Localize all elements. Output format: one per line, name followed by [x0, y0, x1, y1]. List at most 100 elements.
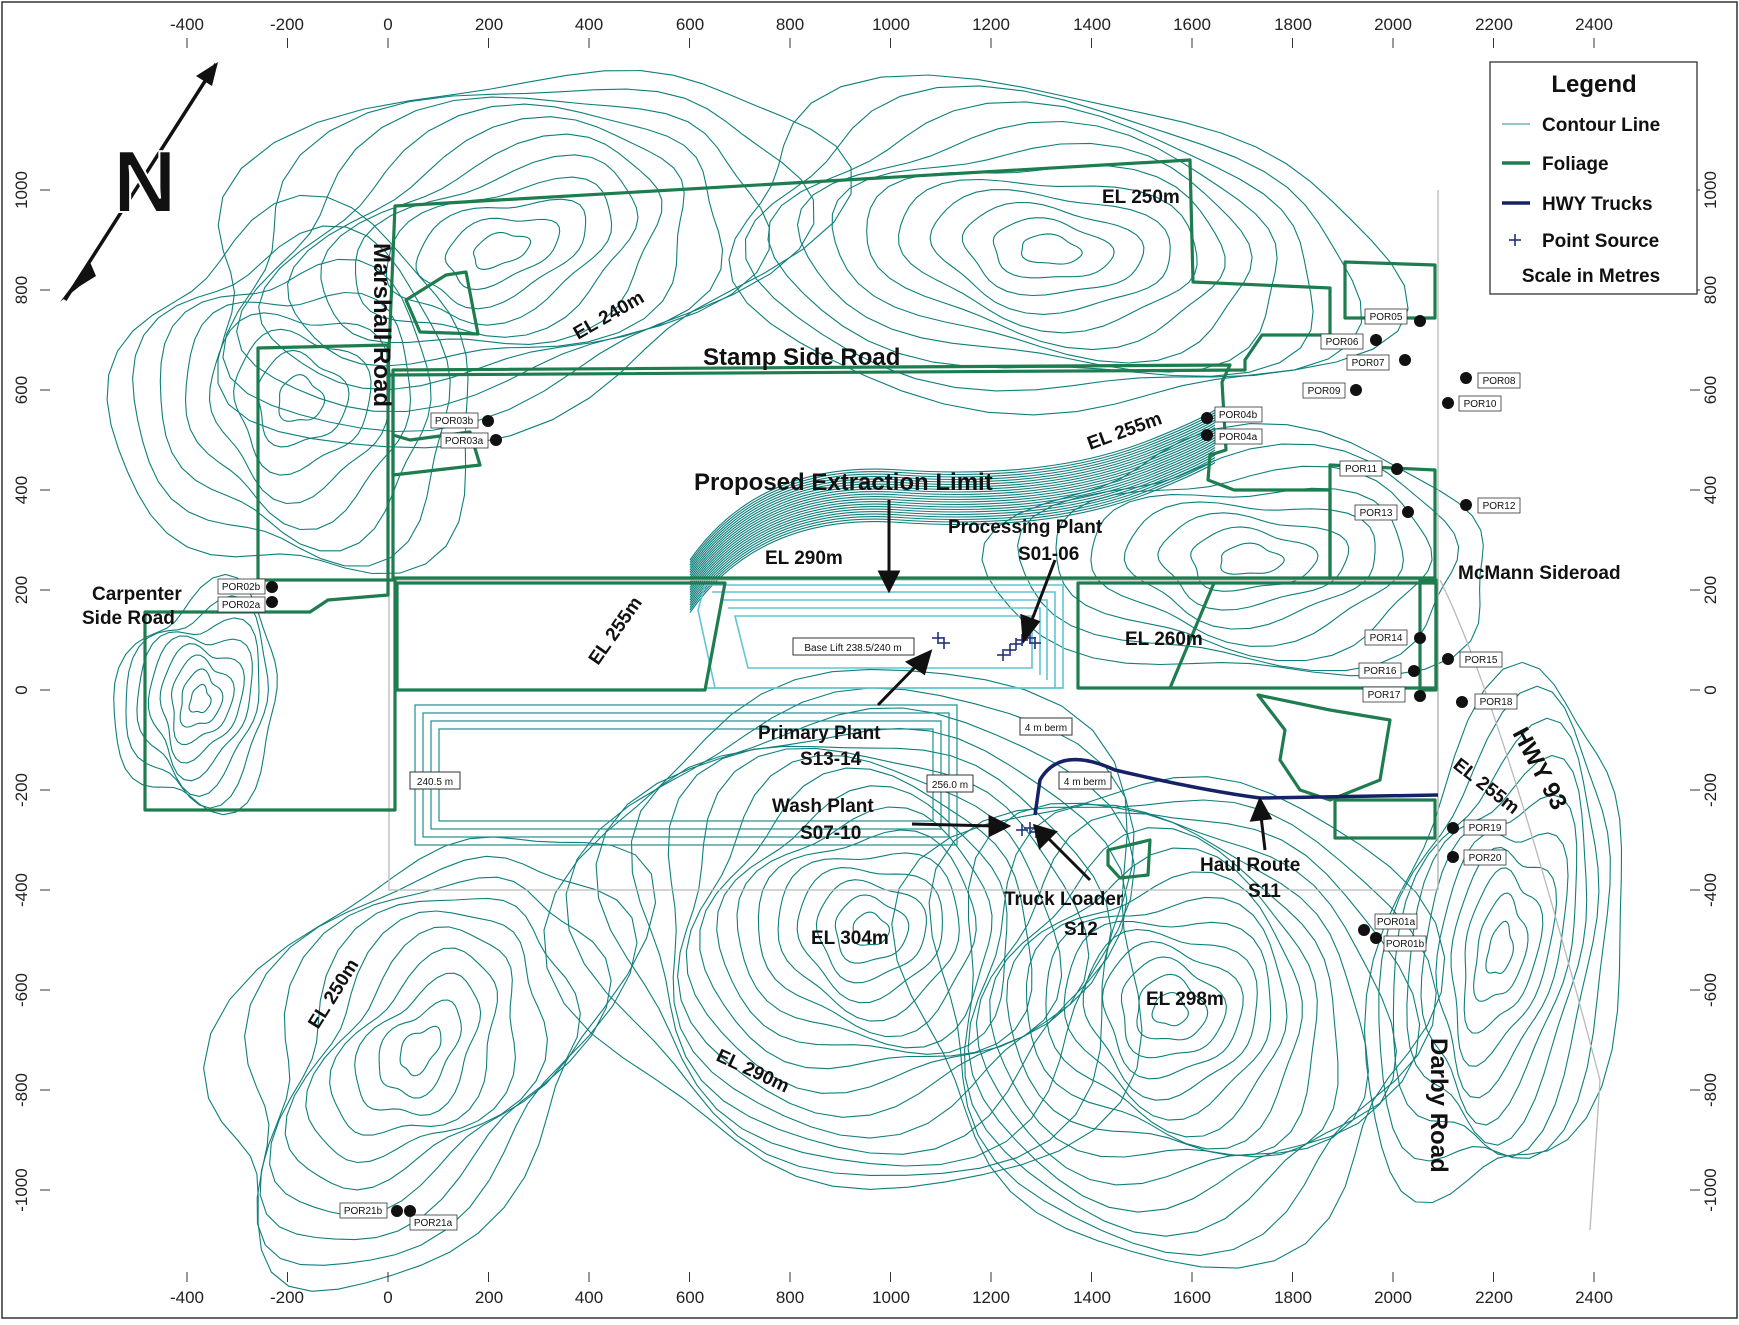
- label-processing-1: Processing Plant: [948, 517, 1103, 538]
- contour-line: [689, 462, 1216, 613]
- contour-line: [1406, 754, 1588, 1146]
- x-tick-label: 1600: [1173, 15, 1211, 34]
- x-tick-label: 800: [776, 1288, 804, 1307]
- receptor: POR21a: [404, 1205, 458, 1231]
- x-tick-label: 1200: [972, 1288, 1010, 1307]
- contour-line: [891, 776, 1446, 1269]
- receptor: POR18: [1456, 693, 1518, 710]
- legend-box: [1489, 61, 1698, 295]
- x-tick-label: -200: [270, 1288, 304, 1307]
- contour-line: [208, 312, 391, 505]
- y-tick-label: -1000: [1701, 1168, 1720, 1211]
- contour-line: [179, 668, 224, 728]
- receptor: POR11: [1339, 460, 1403, 477]
- contour-line: [233, 328, 372, 476]
- x-tick-label: 200: [475, 15, 503, 34]
- x-tick-label: 1400: [1073, 15, 1111, 34]
- el-label: EL 250m: [1102, 187, 1180, 208]
- el-2405-box: [409, 771, 461, 790]
- contour-line: [689, 417, 1216, 568]
- x-tick-label: 1200: [972, 15, 1010, 34]
- haul-route: [1033, 757, 1439, 816]
- contour-line: [1463, 867, 1544, 1034]
- contour-line: [354, 972, 482, 1116]
- legend-item-label: Contour Line: [1542, 115, 1660, 136]
- y-tick-label: -400: [1701, 873, 1720, 907]
- berm-box-1: [1019, 717, 1073, 736]
- el-2560-box: [926, 774, 974, 793]
- foliage-north-block: [386, 158, 1332, 377]
- contour-line: [630, 727, 1128, 1155]
- svg-text:POR16: POR16: [1364, 666, 1397, 677]
- contour-line: [689, 452, 1216, 603]
- contour-line: [188, 683, 212, 714]
- label-processing-2: S01-06: [1018, 544, 1079, 565]
- x-tick-label: 2000: [1374, 1288, 1412, 1307]
- label-primary-1: Primary Plant: [758, 723, 881, 744]
- point-source-icon: [932, 632, 944, 644]
- contour-line: [689, 449, 1216, 601]
- foliage-se-block: [1333, 798, 1437, 840]
- foliage-nw-road-link: [391, 373, 482, 477]
- label-extraction-limit: Proposed Extraction Limit: [694, 469, 993, 496]
- point-source-icon: [1016, 634, 1028, 646]
- contour-line: [203, 836, 657, 1292]
- receptor: POR07: [1346, 354, 1411, 371]
- contour-line: [1420, 794, 1578, 1126]
- svg-text:POR03a: POR03a: [445, 436, 484, 447]
- receptor: POR01b: [1370, 932, 1427, 952]
- svg-text:POR08: POR08: [1483, 376, 1516, 387]
- contour-line: [689, 439, 1216, 591]
- contour-line: [777, 852, 960, 1022]
- contour-line: [378, 999, 462, 1099]
- svg-text:POR03b: POR03b: [435, 416, 474, 427]
- point-source-icon: [997, 649, 1009, 661]
- receptor: POR17: [1362, 686, 1426, 703]
- svg-text:POR06: POR06: [1326, 337, 1359, 348]
- svg-text:N: N: [113, 132, 177, 231]
- contour-line: [689, 434, 1216, 586]
- el-label: EL 304m: [811, 928, 889, 949]
- point-sources: [932, 632, 1042, 838]
- extraction-pit: [697, 584, 1064, 689]
- y-tick-label: -400: [12, 873, 31, 907]
- contour-line: [716, 785, 1008, 1055]
- label-wash-1: Wash Plant: [772, 796, 874, 817]
- y-tick-label: 0: [1701, 685, 1720, 694]
- contour-line: [992, 217, 1115, 279]
- contour-line: [815, 879, 927, 984]
- contour-line: [159, 643, 245, 764]
- foliage-haul-blob: [1256, 693, 1392, 802]
- x-tick-label: 0: [383, 1288, 392, 1307]
- y-tick-label: 800: [12, 276, 31, 304]
- el-2560-label: 256.0 m: [932, 780, 968, 791]
- contour-line: [136, 617, 260, 797]
- contour-line: [689, 409, 1216, 561]
- contour-line: [1485, 920, 1514, 975]
- svg-text:POR12: POR12: [1483, 501, 1516, 512]
- contour-line: [898, 178, 1198, 334]
- contour-line: [866, 165, 1226, 351]
- berm-label-1: 4 m berm: [1025, 723, 1067, 734]
- x-tick-label: 800: [776, 15, 804, 34]
- contour-line: [170, 654, 235, 746]
- x-tick-labels-bottom: -400 -200 0 200 400 600 800 1000 1200 14…: [170, 1288, 1613, 1307]
- svg-text:POR18: POR18: [1480, 697, 1513, 708]
- foliage-east-diagonal: [1168, 582, 1216, 689]
- contour-line: [1045, 896, 1288, 1138]
- contour-line: [1220, 542, 1285, 575]
- svg-text:POR01b: POR01b: [1386, 939, 1425, 950]
- road-label-marshall: Marshall Road: [368, 243, 395, 407]
- contour-line: [444, 217, 561, 291]
- contour-line: [1063, 920, 1272, 1121]
- y-tick-label: 400: [1701, 476, 1720, 504]
- contour-line: [132, 225, 451, 567]
- receptor: POR05: [1364, 308, 1426, 327]
- foliage-ne-small: [1343, 260, 1437, 320]
- x-tick-labels-top: -400 -200 0 200 400 600 800 1000 1200 14…: [170, 15, 1613, 34]
- x-tick-label: 1600: [1173, 1288, 1211, 1307]
- contour-line: [834, 894, 910, 964]
- legend-panel: Legend Contour Line Foliage HWY Trucks P…: [1489, 61, 1698, 295]
